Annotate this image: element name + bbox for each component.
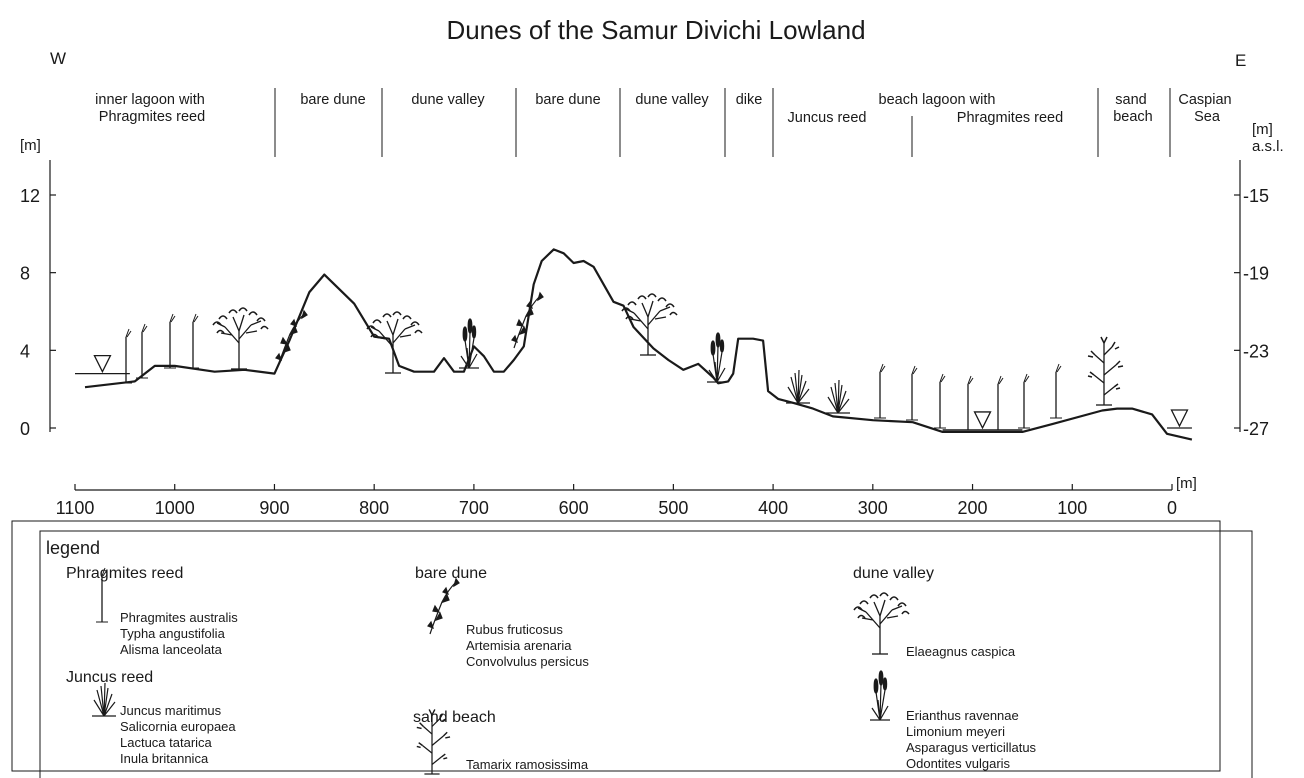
juncus-icon — [91, 682, 117, 717]
y-tick-label-left: 12 — [20, 186, 40, 206]
zone-header: inner lagoon with Phragmites reed bare d… — [95, 92, 1235, 126]
x-tick-label: 500 — [658, 498, 688, 518]
rubus-icon — [275, 310, 308, 367]
y-tick-label-left: 0 — [20, 419, 30, 439]
legend-heading-phragmites: Phragmites reed — [66, 565, 183, 582]
phragmites-icon — [135, 323, 149, 379]
x-tick-label: 0 — [1167, 498, 1177, 518]
erianthus-icon — [869, 670, 891, 721]
direction-west: W — [50, 49, 66, 68]
zone-label-inner-lagoon: inner lagoon with Phragmites reed — [95, 92, 209, 125]
phragmites-icon — [933, 373, 947, 429]
legend-title: legend — [46, 538, 100, 558]
terrain-profile-line — [84, 248, 1193, 441]
profile-vegetation — [119, 292, 1124, 431]
phragmites-icon — [119, 328, 133, 384]
zone-label-beach-lagoon: beach lagoon with — [879, 92, 996, 108]
zone-label-bare-dune-2: bare dune — [535, 92, 600, 108]
legend-heading-juncus: Juncus reed — [66, 669, 153, 686]
juncus-icon — [785, 369, 811, 404]
zone-label-bare-dune-1: bare dune — [300, 92, 365, 108]
water-level-icon — [973, 411, 992, 429]
legend-species-list: Phragmites australis Typha angustifolia … — [120, 610, 241, 657]
x-tick-label: 600 — [559, 498, 589, 518]
legend-box-offset — [39, 530, 1253, 778]
phragmites-icon — [163, 313, 177, 369]
x-tick-label: 400 — [758, 498, 788, 518]
zone-label-dune-valley-1: dune valley — [411, 92, 485, 108]
water-level-icon — [1170, 409, 1189, 427]
juncus-icon — [825, 379, 851, 414]
x-tick-label: 1100 — [56, 498, 95, 518]
legend-heading-bare-dune: bare dune — [415, 565, 487, 582]
x-tick-label: 900 — [259, 498, 289, 518]
figure-title: Dunes of the Samur Divichi Lowland — [446, 15, 865, 45]
x-tick-label: 300 — [858, 498, 888, 518]
legend-box — [11, 520, 1221, 772]
y-axis-left: 0 4 8 12 — [20, 160, 56, 439]
zone-label-phragmites-reed: Phragmites reed — [957, 110, 1063, 126]
rubus-icon — [427, 578, 460, 635]
x-tick-label: 1000 — [155, 498, 195, 518]
elaeagnus-icon — [212, 307, 269, 370]
y-tick-label-left: 4 — [20, 341, 30, 361]
direction-east: E — [1235, 51, 1246, 70]
x-tick-label: 100 — [1057, 498, 1087, 518]
zone-label-dike: dike — [736, 92, 763, 108]
legend-heading-sand-beach: sand beach — [413, 709, 496, 726]
x-axis-unit: [m] — [1176, 475, 1197, 492]
elaeagnus-icon — [366, 311, 423, 374]
legend-species-text: Tamarix ramosissima — [466, 757, 589, 772]
x-tick-label: 800 — [359, 498, 389, 518]
zone-dividers — [274, 88, 1171, 157]
zone-label-sand-beach: sand beach — [1113, 92, 1153, 125]
zone-label-dune-valley-2: dune valley — [635, 92, 709, 108]
y-tick-label-right: -19 — [1243, 264, 1269, 284]
elaeagnus-icon — [853, 592, 910, 655]
legend-species-list: Erianthus ravennae Limonium meyeri Aspar… — [906, 708, 1040, 771]
y-right-unit-sub: a.s.l. — [1252, 138, 1284, 155]
phragmites-icon — [905, 365, 919, 421]
y-tick-label-right: -23 — [1243, 341, 1269, 361]
elaeagnus-icon — [621, 293, 678, 356]
phragmites-icon — [186, 313, 200, 369]
erianthus-icon — [458, 318, 480, 369]
legend-heading-dune-valley: dune valley — [853, 565, 934, 582]
y-right-unit: [m] — [1252, 121, 1273, 138]
x-tick-label: 700 — [459, 498, 489, 518]
legend-species-list: Rubus fruticosus Artemisia arenaria Conv… — [466, 622, 589, 669]
zone-label-caspian-sea: Caspian Sea — [1178, 92, 1235, 125]
y-tick-label-left: 8 — [20, 264, 30, 284]
y-axis-right: -27 -23 -19 -15 — [1234, 160, 1269, 439]
y-tick-label-right: -27 — [1243, 419, 1269, 439]
water-levels — [75, 354, 1192, 431]
phragmites-icon — [1017, 373, 1031, 429]
phragmites-icon — [961, 375, 975, 431]
phragmites-icon — [873, 363, 887, 419]
phragmites-icon — [1049, 363, 1063, 419]
tamarix-icon — [1087, 336, 1124, 406]
legend-species-list: Juncus maritimus Salicornia europaea Lac… — [120, 703, 239, 766]
phragmites-icon — [991, 375, 1005, 431]
legend: legend Phragmites reed Phragmites austra… — [46, 538, 1040, 775]
water-level-icon — [93, 354, 112, 373]
x-tick-label: 200 — [958, 498, 988, 518]
y-left-unit: [m] — [20, 137, 41, 154]
zone-label-juncus-reed: Juncus reed — [788, 110, 867, 126]
y-tick-label-right: -15 — [1243, 186, 1269, 206]
legend-species-text: Elaeagnus caspica — [906, 644, 1016, 659]
